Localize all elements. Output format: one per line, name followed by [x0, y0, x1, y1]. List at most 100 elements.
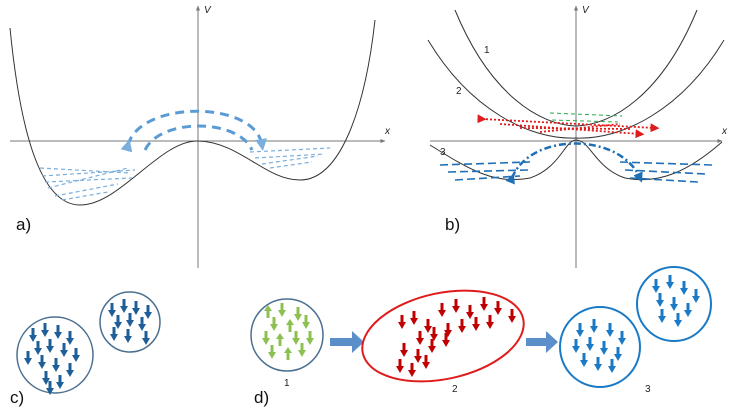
panel-d-cluster-1: [250, 298, 324, 372]
panel-c-label: c): [10, 388, 24, 407]
down-arrow-icon: [422, 355, 430, 369]
panel-d-cluster-2: [361, 289, 525, 383]
down-arrow-icon: [408, 363, 416, 377]
down-arrow-icon: [126, 313, 134, 327]
panel-c-cluster-small: [99, 291, 161, 353]
down-arrow-icon: [42, 371, 50, 385]
down-arrow-icon: [618, 331, 626, 345]
down-arrow-icon: [108, 303, 116, 317]
down-arrow-icon: [54, 325, 62, 339]
down-arrow-icon: [292, 331, 300, 345]
panel-a-y-axis-label: V: [204, 5, 212, 16]
panel-b-curve-2-label: 2: [456, 86, 462, 97]
down-arrow-icon: [580, 353, 588, 367]
down-arrow-icon: [674, 313, 682, 327]
panel-d-spins-cluster-3a: [572, 319, 626, 373]
panel-d-spins-cluster-1: [262, 303, 314, 360]
panel-a-tunnel-arc-outer: [120, 109, 267, 153]
down-arrow-icon: [276, 333, 284, 346]
panel-b-x-axis-label: x: [721, 126, 728, 137]
down-arrow-icon: [72, 348, 80, 362]
down-arrow-icon: [138, 317, 146, 331]
down-arrow-icon: [34, 341, 42, 355]
down-arrow-icon: [400, 343, 408, 357]
panel-c-spins-small: [108, 299, 152, 345]
down-arrow-icon: [41, 323, 49, 337]
down-arrow-icon: [302, 315, 310, 329]
down-arrow-icon: [396, 359, 404, 373]
down-arrow-icon: [268, 345, 276, 359]
panel-a: x V a): [9, 5, 391, 268]
down-arrow-icon: [576, 323, 584, 337]
down-arrow-icon: [472, 317, 480, 331]
panel-a-x-axis-label: x: [384, 126, 391, 137]
process-arrow-1-icon: [330, 331, 364, 353]
panel-d-cluster-3b: [636, 266, 712, 342]
panel-d-cluster-2-label: 2: [452, 384, 458, 395]
down-arrow-icon: [66, 363, 74, 377]
down-arrow-icon: [114, 315, 122, 329]
down-arrow-icon: [466, 305, 474, 319]
down-arrow-icon: [278, 303, 286, 317]
down-arrow-icon: [46, 381, 54, 395]
down-arrow-icon: [608, 359, 616, 373]
down-arrow-icon: [680, 281, 688, 295]
process-arrow-2-icon: [526, 331, 558, 353]
panel-c-spins-large: [24, 323, 80, 395]
panel-a-occupation-dashes: [39, 147, 331, 201]
down-arrow-icon: [264, 305, 272, 318]
down-arrow-icon: [606, 323, 614, 337]
down-arrow-icon: [414, 349, 422, 363]
panel-d-spins-cluster-2: [396, 297, 516, 377]
down-arrow-icon: [416, 331, 424, 345]
down-arrow-icon: [284, 347, 292, 360]
down-arrow-icon: [494, 301, 502, 315]
down-arrow-icon: [658, 309, 666, 323]
panel-d-cluster-1-label: 1: [284, 378, 290, 389]
panel-b-red-dotted-transitions: [477, 114, 660, 139]
down-arrow-icon: [46, 339, 54, 353]
panel-b: x V 1 2 3 b): [427, 5, 728, 268]
panel-b-curve-2: [427, 39, 725, 139]
down-arrow-icon: [66, 331, 74, 345]
down-arrow-icon: [508, 309, 516, 323]
down-arrow-icon: [29, 328, 37, 342]
down-arrow-icon: [262, 331, 270, 345]
down-arrow-icon: [480, 297, 488, 311]
panel-b-curve-1-label: 1: [484, 45, 490, 56]
down-arrow-icon: [142, 331, 150, 345]
down-arrow-icon: [60, 343, 68, 357]
down-arrow-icon: [110, 327, 118, 341]
down-arrow-icon: [692, 289, 700, 303]
down-arrow-icon: [56, 375, 64, 389]
panel-d-cluster-3-label: 3: [645, 384, 651, 395]
down-arrow-icon: [486, 315, 494, 329]
panel-c-cluster-large: [16, 316, 94, 394]
panel-a-label: a): [16, 215, 31, 234]
down-arrow-icon: [452, 299, 460, 313]
down-arrow-icon: [298, 343, 306, 357]
down-arrow-icon: [410, 311, 418, 325]
down-arrow-icon: [430, 327, 438, 341]
down-arrow-icon: [438, 303, 446, 317]
down-arrow-icon: [132, 301, 140, 315]
down-arrow-icon: [594, 357, 602, 371]
panel-c: c): [10, 291, 161, 407]
panel-d: 1 2 3 d): [250, 266, 712, 407]
down-arrow-icon: [684, 303, 692, 317]
down-arrow-icon: [600, 341, 608, 355]
down-arrow-icon: [24, 351, 32, 365]
panel-b-green-dashes: [549, 112, 623, 123]
panel-b-label: b): [445, 215, 460, 234]
panel-d-cluster-3a: [559, 306, 641, 388]
down-arrow-icon: [458, 319, 466, 333]
down-arrow-icon: [590, 319, 598, 333]
down-arrow-icon: [614, 347, 622, 361]
panel-b-tunnel-arc: [505, 142, 643, 185]
panel-d-spins-cluster-3b: [652, 275, 700, 327]
down-arrow-icon: [424, 319, 432, 333]
down-arrow-icon: [442, 333, 450, 347]
down-arrow-icon: [120, 299, 128, 313]
down-arrow-icon: [144, 305, 152, 319]
